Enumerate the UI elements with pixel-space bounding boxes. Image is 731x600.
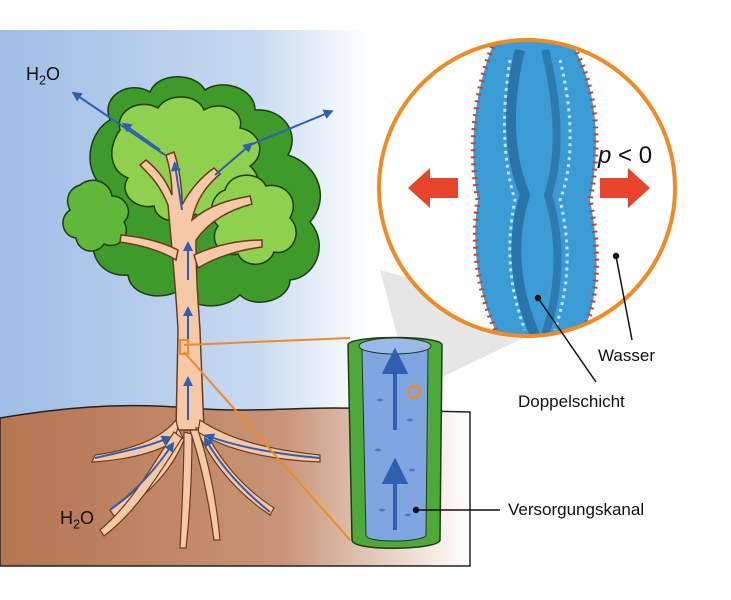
xylem-tube [347, 336, 443, 549]
magnified-membrane-view [377, 38, 677, 338]
water-flow-arrows [71, 91, 334, 513]
membrane-bilayer [473, 40, 597, 336]
bilayer-label: Doppelschicht [518, 392, 625, 411]
tension-arrow-right [600, 168, 650, 208]
channel-label: Versorgungskanal [508, 500, 645, 519]
h2o-bottom-label: H2O [60, 508, 95, 532]
pressure-label: p < 0 [598, 142, 653, 169]
zoom-lines-trunk [179, 337, 351, 541]
tension-arrow-left [408, 168, 458, 208]
h2o-top-label: H2O [26, 64, 61, 88]
tree-trunk [119, 151, 263, 431]
water-label: Wasser [598, 346, 655, 365]
leader-lines [412, 252, 633, 514]
